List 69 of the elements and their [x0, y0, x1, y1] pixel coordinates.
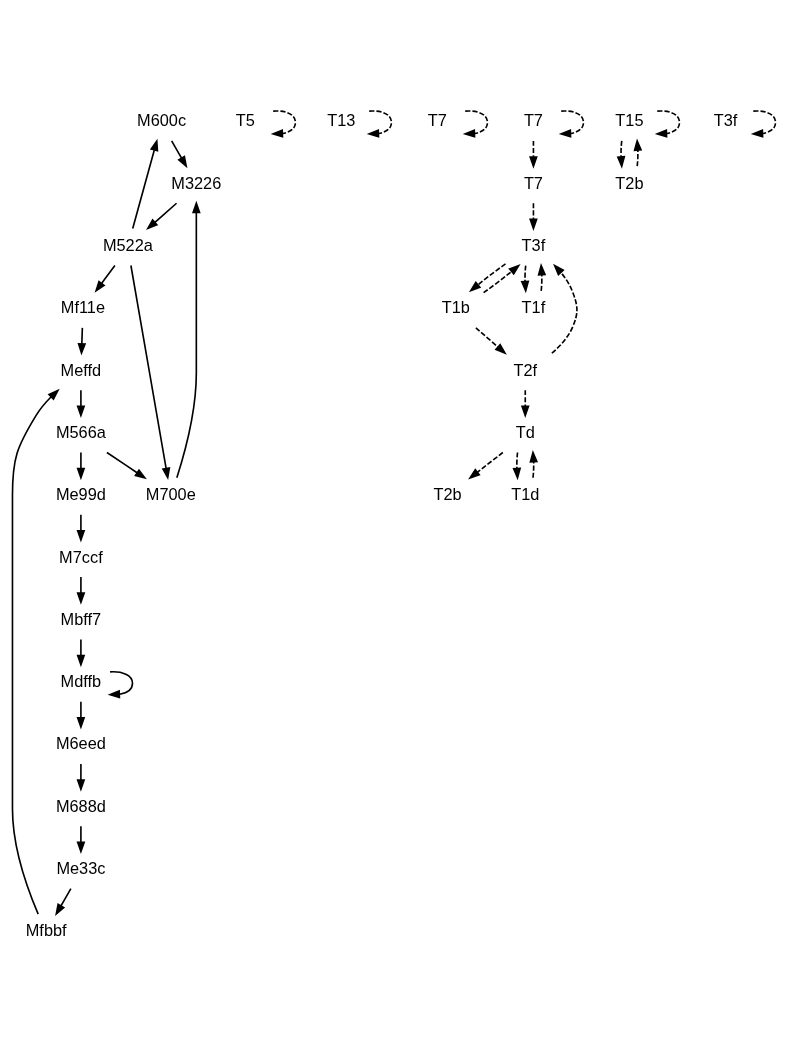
node-text: Mdffb	[60, 672, 102, 691]
arrow	[537, 263, 547, 292]
node-text: M688d	[55, 796, 106, 815]
arrow	[76, 576, 86, 605]
node-text: Mbff7	[60, 609, 102, 628]
arrow	[11, 388, 60, 915]
arrow	[633, 138, 643, 167]
arrow	[131, 138, 159, 230]
arrow	[529, 202, 538, 231]
node-text: T3f	[521, 235, 546, 254]
arrow	[107, 670, 134, 699]
arrow	[558, 110, 585, 138]
arrow	[512, 451, 522, 481]
arrow	[76, 389, 86, 418]
node-text: M700e	[145, 485, 196, 504]
node-text: T1f	[521, 298, 546, 317]
arrow	[468, 263, 507, 293]
arrow	[176, 200, 201, 479]
arrow	[462, 110, 489, 138]
arrow	[366, 110, 393, 138]
arrow	[654, 110, 681, 138]
arrow	[616, 140, 626, 169]
node-text: M6eed	[55, 734, 106, 753]
arrow	[106, 451, 147, 480]
arrow	[76, 763, 86, 792]
arrow	[551, 263, 578, 354]
node-text: T5	[235, 111, 255, 130]
node-text: T1d	[511, 485, 540, 504]
arrow	[170, 140, 188, 169]
arrow	[76, 451, 86, 481]
node-text: Td	[515, 422, 535, 441]
node-text: M566a	[55, 422, 106, 441]
arrow	[529, 140, 538, 169]
node-text: Mfbbf	[25, 921, 67, 940]
node-text: M600c	[137, 111, 187, 130]
node-text: M3226	[171, 173, 222, 192]
node-text: T3f	[713, 111, 738, 130]
arrow	[94, 264, 116, 293]
arrow	[529, 450, 539, 479]
arrow	[468, 451, 504, 480]
arrow	[76, 514, 86, 543]
node-text: T7	[523, 173, 543, 192]
node-text: T7	[427, 111, 447, 130]
node-text: T1b	[441, 298, 470, 317]
arrow	[475, 327, 507, 355]
node-text: Mf11e	[60, 298, 106, 317]
node-text: M7ccf	[59, 547, 103, 566]
arrow	[55, 887, 72, 917]
node-text: Me33c	[56, 859, 106, 878]
arrow	[76, 700, 86, 730]
node-text: T7	[523, 111, 543, 130]
arrow	[146, 202, 178, 231]
arrow	[520, 389, 530, 418]
node-text: M522a	[102, 235, 153, 254]
node-text: Meffd	[60, 360, 102, 379]
arrow	[482, 264, 521, 294]
node-text: T15	[615, 111, 644, 130]
node-text: T2f	[513, 360, 538, 379]
arrow	[750, 110, 777, 138]
node-text: T13	[327, 111, 356, 130]
node-text: Me99d	[55, 485, 106, 504]
arrow	[77, 327, 87, 356]
arrow	[520, 264, 530, 294]
arrow	[270, 110, 297, 138]
arrow	[76, 638, 86, 668]
arrow	[130, 264, 171, 481]
node-text: T2b	[615, 173, 644, 192]
node-text: T2b	[433, 485, 462, 504]
arrow	[76, 825, 86, 855]
